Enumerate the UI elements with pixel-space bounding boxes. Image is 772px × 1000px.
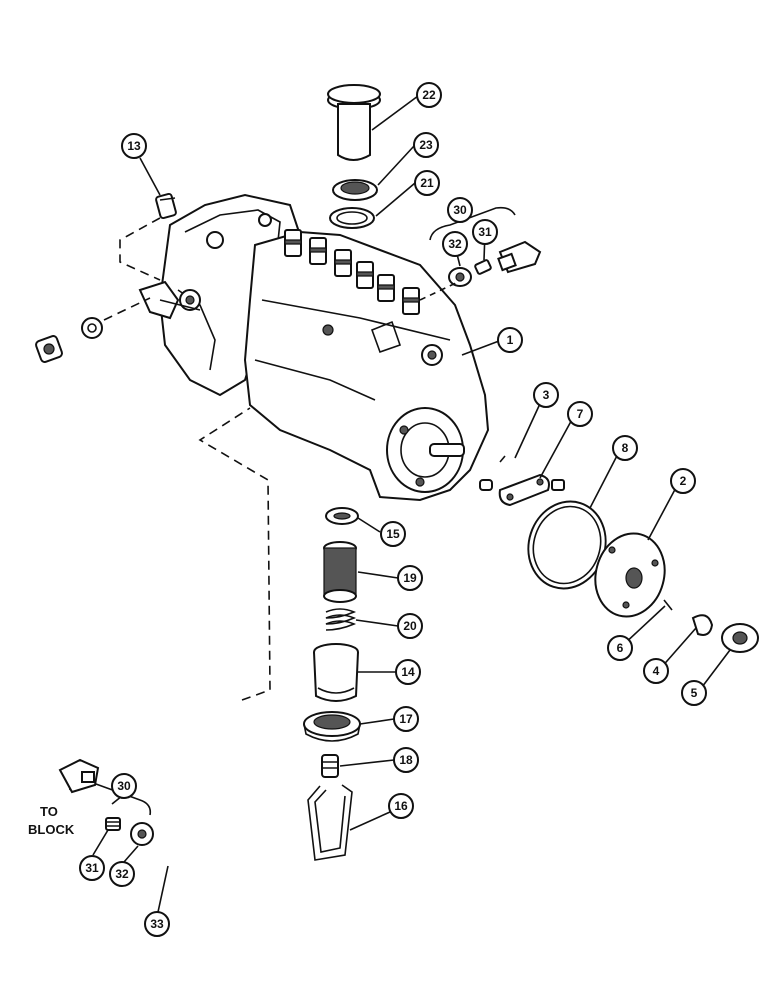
part-16-clamp <box>307 784 353 861</box>
svg-text:20: 20 <box>403 619 417 633</box>
svg-text:31: 31 <box>85 861 99 875</box>
part-31-lower-sleeve <box>105 817 121 831</box>
svg-text:17: 17 <box>399 712 413 726</box>
dashed-line-13 <box>119 217 161 281</box>
part-33-fuel-pipe <box>155 699 243 864</box>
callout-20: 20 <box>397 613 423 639</box>
callout-30-lower: 30 <box>111 773 137 799</box>
part-30-lower-elbow <box>58 758 100 794</box>
svg-text:22: 22 <box>422 88 436 102</box>
callout-31-upper: 31 <box>472 219 498 245</box>
callout-2: 2 <box>670 468 696 494</box>
callout-1: 1 <box>497 327 523 353</box>
svg-text:1: 1 <box>507 333 514 347</box>
svg-text:14: 14 <box>401 665 415 679</box>
part-5-nut <box>721 623 759 653</box>
callout-23: 23 <box>413 132 439 158</box>
callout-4: 4 <box>643 658 669 684</box>
part-22-filter-cap <box>327 84 381 161</box>
svg-text:6: 6 <box>617 641 624 655</box>
injection-pump-body <box>138 193 490 502</box>
bolt-and-washer <box>35 317 103 363</box>
svg-text:5: 5 <box>691 686 698 700</box>
dashed-line-33 <box>198 407 271 701</box>
bracket-30-upper <box>429 206 516 241</box>
svg-text:3: 3 <box>543 388 550 402</box>
part-6-pin <box>663 599 673 611</box>
svg-text:13: 13 <box>127 139 141 153</box>
svg-text:16: 16 <box>394 799 408 813</box>
callout-15: 15 <box>380 521 406 547</box>
part-14-filter-bowl <box>313 643 359 702</box>
callout-7: 7 <box>567 401 593 427</box>
svg-text:8: 8 <box>622 441 629 455</box>
svg-text:4: 4 <box>653 664 660 678</box>
callout-3: 3 <box>533 382 559 408</box>
part-15-gasket <box>325 507 359 525</box>
to-block-label-line2: BLOCK <box>28 822 75 837</box>
callout-13: 13 <box>121 133 147 159</box>
part-18-center-bolt <box>321 754 339 778</box>
callout-16: 16 <box>388 793 414 819</box>
callout-32-lower: 32 <box>109 861 135 887</box>
svg-text:7: 7 <box>577 407 584 421</box>
svg-text:32: 32 <box>115 867 129 881</box>
part-17-retaining-ring <box>303 711 361 742</box>
svg-text:15: 15 <box>386 527 400 541</box>
svg-text:30: 30 <box>453 203 467 217</box>
part-3-key <box>479 455 506 491</box>
to-block-label-line1: TO <box>40 804 58 819</box>
part-13-screw <box>155 192 177 220</box>
callout-30-upper: 30 <box>447 197 473 223</box>
part-33-fuel-pipe-inner <box>153 697 245 866</box>
dashed-line-30-upper <box>419 281 459 301</box>
part-4-lock-washer <box>691 614 714 636</box>
callout-32-upper: 32 <box>442 231 468 257</box>
callout-8: 8 <box>612 435 638 461</box>
callout-33: 33 <box>144 911 170 937</box>
svg-text:33: 33 <box>150 917 164 931</box>
callout-17: 17 <box>393 706 419 732</box>
svg-text:30: 30 <box>117 779 131 793</box>
part-30-upper-elbow <box>497 240 542 274</box>
dashed-line-bolt <box>103 297 151 321</box>
part-32-upper-nut <box>448 267 472 287</box>
part-21-o-ring <box>329 207 375 229</box>
part-23-seal <box>332 179 378 201</box>
part-7-drive-plate <box>498 473 565 507</box>
part-32-lower-nut <box>130 822 154 846</box>
svg-text:32: 32 <box>448 237 462 251</box>
callout-5: 5 <box>681 680 707 706</box>
part-2-cover-plate <box>594 532 666 618</box>
part-19-filter-element <box>323 541 357 603</box>
callout-19: 19 <box>397 565 423 591</box>
part-31-upper-sleeve <box>474 259 492 275</box>
callout-21: 21 <box>414 170 440 196</box>
callout-18: 18 <box>393 747 419 773</box>
part-8-large-o-ring <box>527 500 607 590</box>
callout-22: 22 <box>416 82 442 108</box>
callout-6: 6 <box>607 635 633 661</box>
svg-text:18: 18 <box>399 753 413 767</box>
svg-text:21: 21 <box>420 176 434 190</box>
svg-text:2: 2 <box>680 474 687 488</box>
part-20-spring <box>325 608 357 631</box>
svg-text:31: 31 <box>478 225 492 239</box>
delivery-valve-outlets <box>284 229 420 315</box>
callout-31-lower: 31 <box>79 855 105 881</box>
svg-text:23: 23 <box>419 138 433 152</box>
callout-14: 14 <box>395 659 421 685</box>
svg-text:19: 19 <box>403 571 417 585</box>
